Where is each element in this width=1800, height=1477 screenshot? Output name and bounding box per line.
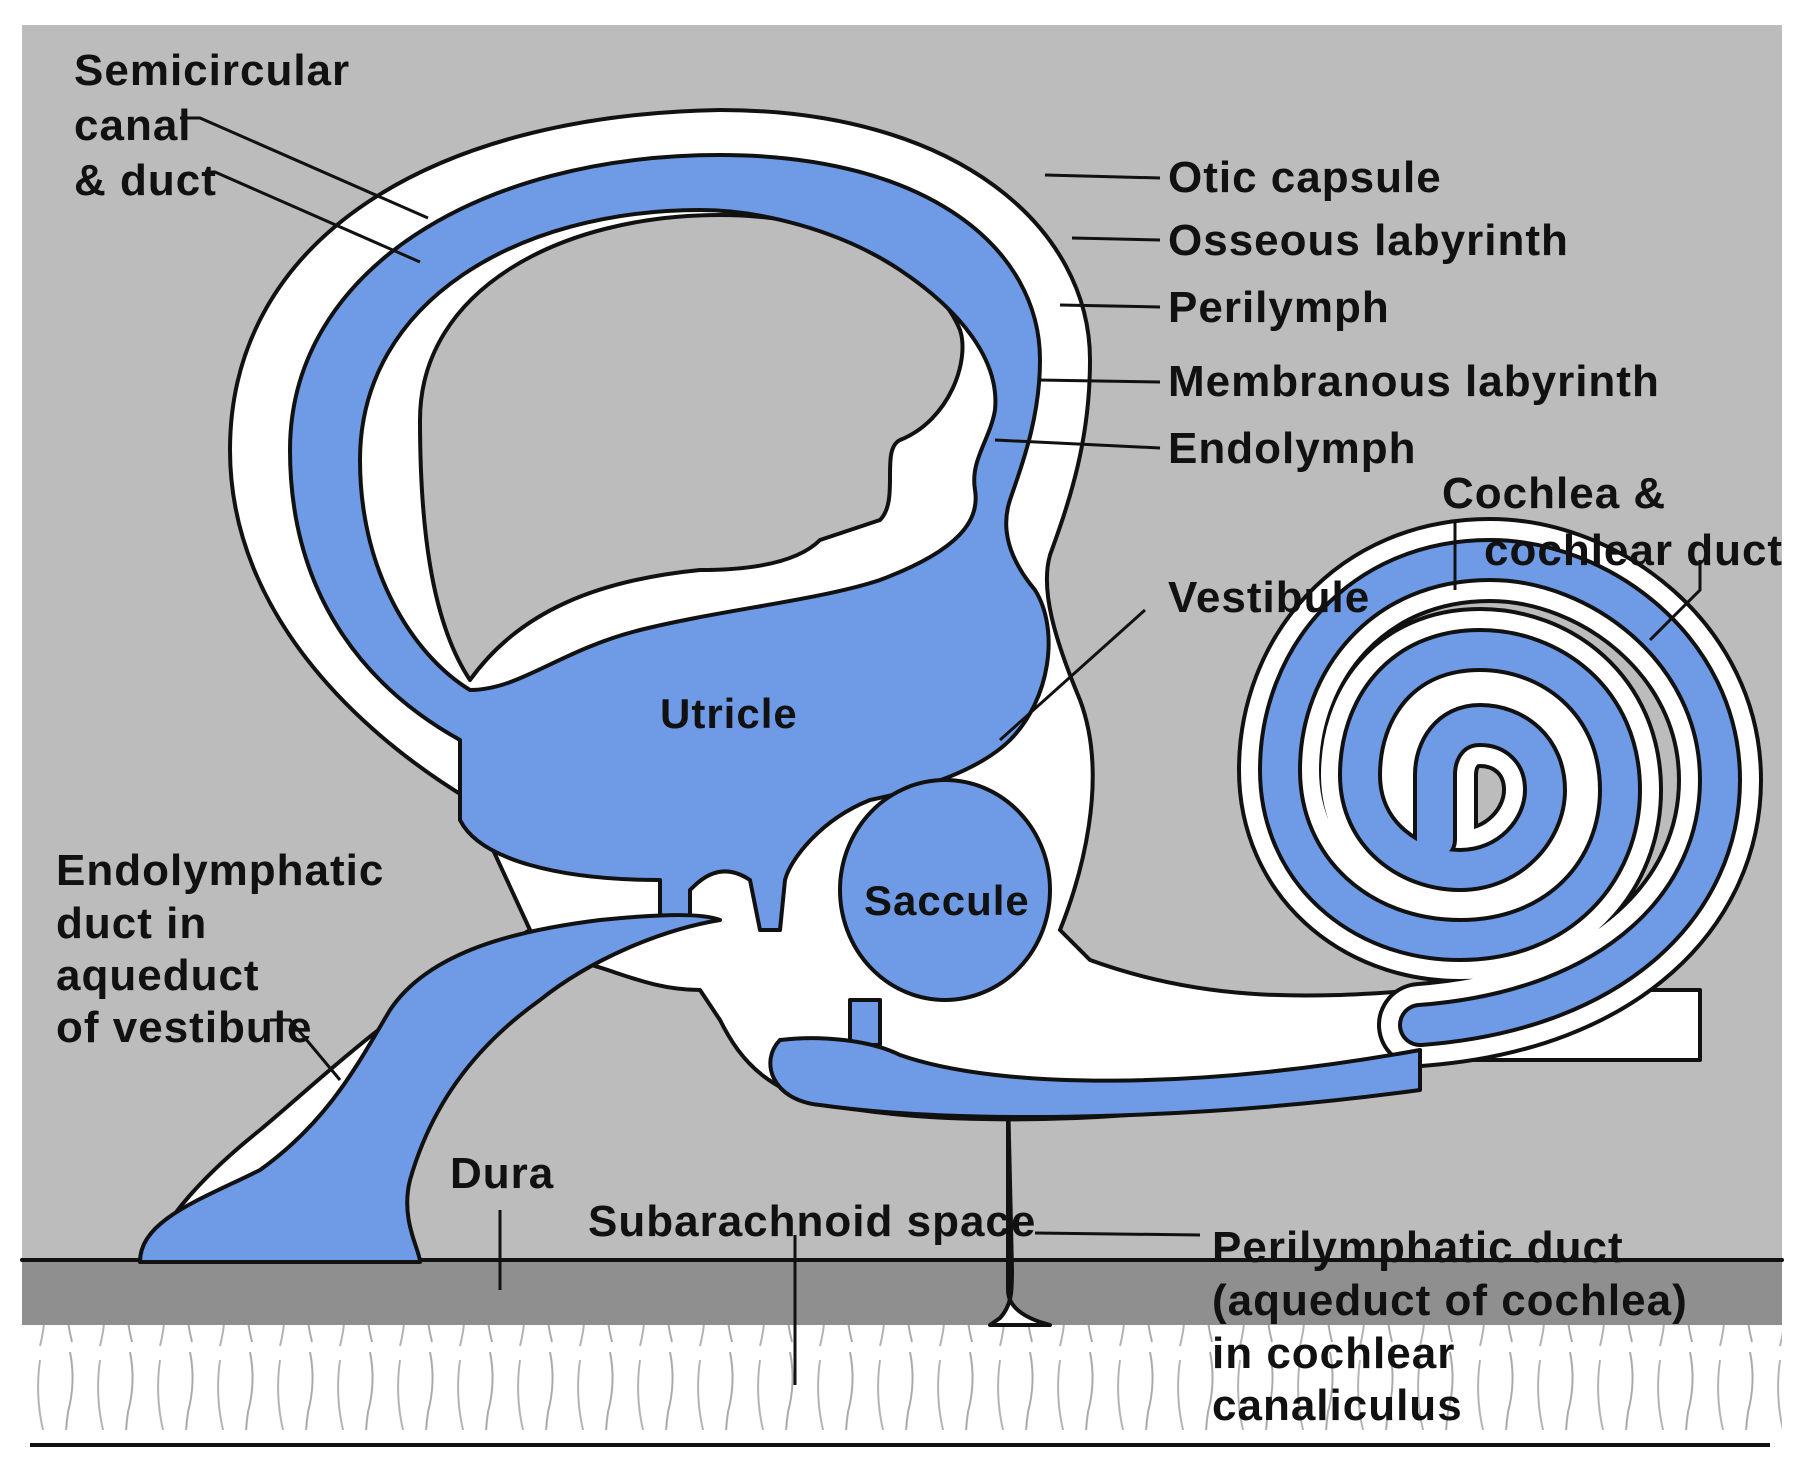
labels: Semicircular canal & duct Otic capsule O…	[56, 46, 1783, 1430]
membranous-labyrinth	[138, 153, 1422, 1264]
label-otic-capsule: Otic capsule	[1168, 153, 1442, 202]
label-semicircular-3: & duct	[74, 156, 217, 205]
label-osseous-labyrinth: Osseous labyrinth	[1168, 216, 1569, 265]
leader-lines	[180, 116, 1702, 1385]
cochlear-duct	[1257, 537, 1743, 1047]
canal-inner-bone	[418, 213, 965, 682]
label-perilymphatic-4: canaliculus	[1212, 1381, 1463, 1430]
dura-band	[22, 1260, 1782, 1325]
label-endolymphatic-4: of vestibule	[56, 1003, 313, 1052]
label-saccule: Saccule	[864, 877, 1030, 924]
label-cochlea-2: cochlear duct	[1484, 526, 1783, 575]
label-endolymphatic-1: Endolymphatic	[56, 846, 384, 895]
label-perilymph: Perilymph	[1168, 283, 1390, 332]
label-utricle: Utricle	[660, 690, 798, 737]
label-perilymphatic-1: Perilymphatic duct	[1212, 1223, 1624, 1272]
label-membranous-labyrinth: Membranous labyrinth	[1168, 357, 1660, 406]
label-dura: Dura	[450, 1149, 554, 1198]
label-semicircular-1: Semicircular	[74, 46, 350, 95]
label-perilymphatic-2: (aqueduct of cochlea)	[1212, 1276, 1688, 1325]
label-vestibule: Vestibule	[1168, 573, 1370, 622]
label-endolymphatic-2: duct in	[56, 899, 207, 948]
label-subarachnoid: Subarachnoid space	[588, 1197, 1036, 1246]
label-semicircular-2: canal	[74, 101, 192, 150]
brain-fibers	[22, 1325, 1782, 1430]
label-cochlea-1: Cochlea &	[1442, 469, 1666, 518]
label-endolymphatic-3: aqueduct	[56, 951, 260, 1000]
label-endolymph: Endolymph	[1168, 424, 1417, 473]
label-perilymphatic-3: in cochlear	[1212, 1329, 1455, 1378]
